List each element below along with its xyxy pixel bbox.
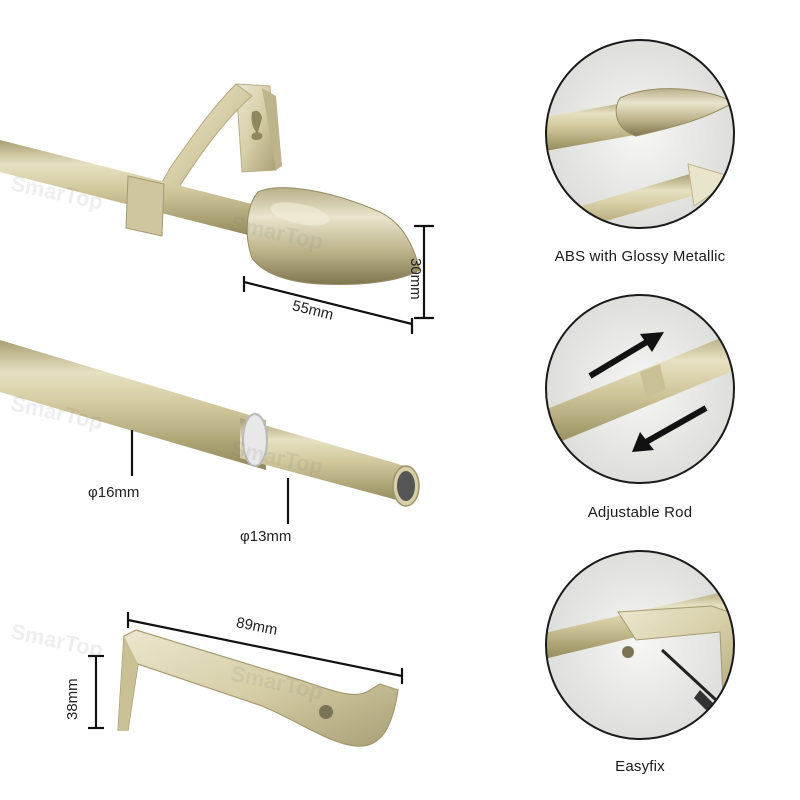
bracket-dimension-lines xyxy=(88,612,404,730)
inner-diameter-label: φ13mm xyxy=(240,528,292,545)
telescopic-rod xyxy=(0,340,420,507)
feature-circle-easyfix xyxy=(545,550,735,740)
rod-with-finial xyxy=(0,83,421,285)
feature-caption-abs: ABS with Glossy Metallic xyxy=(554,248,726,265)
feature-circle-adjustable xyxy=(545,294,735,484)
feature-caption-easyfix: Easyfix xyxy=(615,758,665,775)
rod-diameter-lines xyxy=(130,430,290,524)
finial-dimension-lines xyxy=(242,224,434,334)
feature-circle-finial xyxy=(545,39,735,229)
bracket xyxy=(117,629,399,747)
outer-diameter-label: φ16mm xyxy=(88,484,140,501)
feature-caption-adjustable: Adjustable Rod xyxy=(587,504,693,521)
bracket-height-label: 38mm xyxy=(64,678,81,720)
finial-height-label: 30mm xyxy=(407,258,424,300)
